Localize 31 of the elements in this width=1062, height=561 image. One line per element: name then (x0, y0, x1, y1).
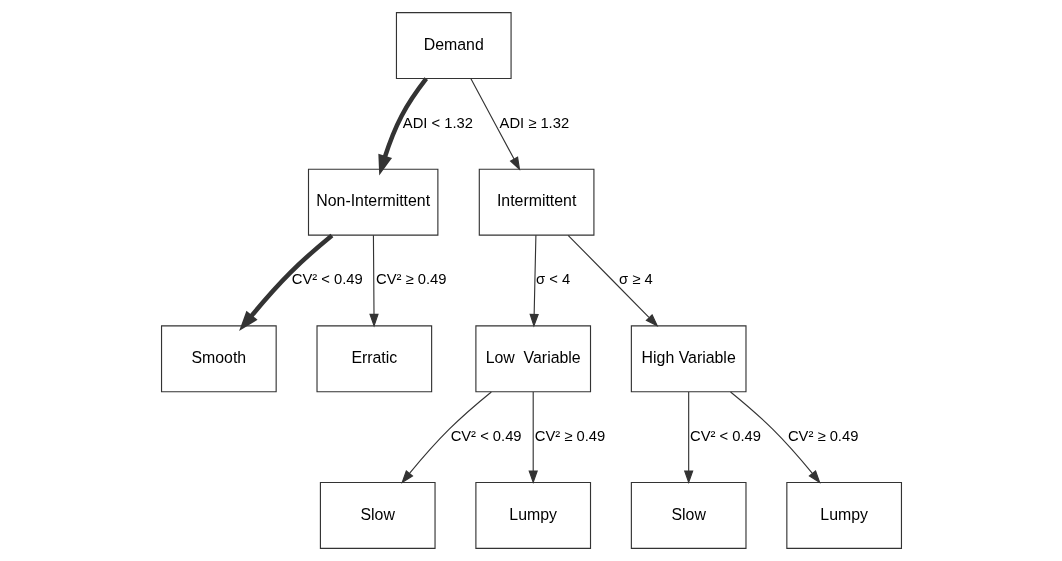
node-box: Smooth (160, 325, 277, 393)
edge-label: CV² ≥ 0.49 (787, 427, 858, 444)
arrow (377, 77, 428, 176)
arrow (567, 234, 658, 327)
arrow (528, 234, 539, 328)
edge-label: CV² ≥ 0.49 (375, 271, 446, 288)
node-box: Non-Intermittent (307, 168, 438, 236)
node-box: Lumpy (785, 481, 902, 549)
node-box: Slow (630, 481, 747, 549)
node-box: Intermittent (478, 168, 594, 236)
arrow (238, 233, 333, 332)
node-box: High Variable (630, 325, 747, 393)
node-box: Lumpy (474, 481, 591, 549)
edge-label: σ < 4 (535, 271, 570, 288)
arrow (469, 78, 520, 171)
node-box: Erratic (315, 325, 432, 393)
edge-label: CV² < 0.49 (689, 427, 761, 444)
arrow (527, 391, 538, 485)
edge-label: CV² ≥ 0.49 (534, 427, 605, 444)
arrow (683, 391, 693, 485)
node-box: Slow (319, 481, 436, 549)
edge-label: CV² < 0.49 (450, 427, 522, 444)
node-box: Demand (395, 12, 512, 80)
edge-label: ADI < 1.32 (402, 114, 473, 131)
edge-label: ADI ≥ 1.32 (499, 114, 569, 131)
edge-label: CV² < 0.49 (291, 271, 363, 288)
node-box: Low Variable (474, 325, 591, 393)
edge-label: σ ≥ 4 (618, 271, 653, 288)
arrow (400, 391, 492, 484)
arrow (368, 234, 379, 328)
arrow (729, 391, 821, 484)
